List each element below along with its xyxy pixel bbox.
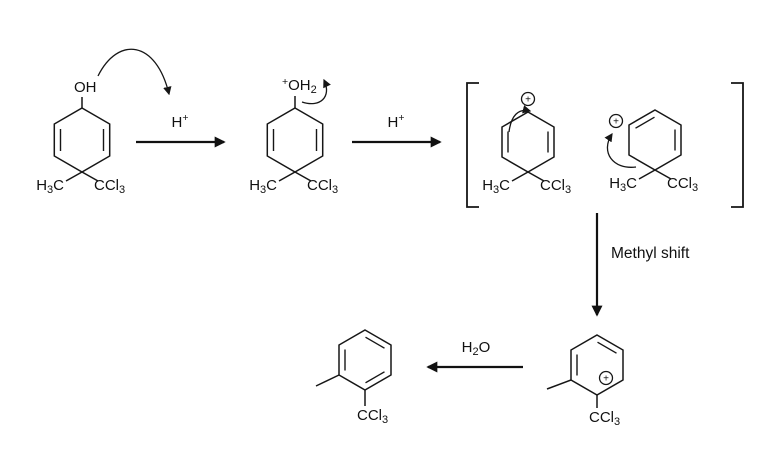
left-bracket <box>466 82 479 208</box>
double-bond <box>365 371 385 384</box>
plus-charge-icon: + <box>598 370 614 386</box>
reaction-arrow-1: H+ <box>136 112 226 148</box>
molecule-protonated-dienol: +OH2 H3C CCl3 <box>249 76 338 196</box>
label-h3c: H3C <box>249 177 277 196</box>
plus-charge-icon: + <box>608 113 624 129</box>
plus-charge-sign: + <box>525 95 531 106</box>
carbocation-ring <box>628 109 682 171</box>
label-ccl3: CCl3 <box>94 177 125 196</box>
bond-to-ccl3 <box>527 171 545 182</box>
label-h3c: H3C <box>482 177 510 196</box>
bond-to-methyl <box>638 169 656 180</box>
label-methyl-shift: Methyl shift <box>611 245 690 262</box>
cyclohexadiene-ring <box>266 107 324 173</box>
label-h-plus: H+ <box>172 112 189 131</box>
label-h-plus: H+ <box>388 112 405 131</box>
bond-to-ccl3 <box>294 171 312 182</box>
label-oh: OH <box>74 79 97 96</box>
bond-methyl <box>546 379 572 390</box>
bond-to-ccl3 <box>654 169 672 180</box>
label-ccl3: CCl3 <box>540 177 571 196</box>
curved-arrow-methyl-migration <box>604 132 637 168</box>
reaction-arrow-methyl-shift: Methyl shift <box>591 213 690 317</box>
bond-to-ccl3 <box>81 171 99 182</box>
plus-charge-sign: + <box>603 374 609 385</box>
molecule-cation-resonance-b: + H3C CCl3 <box>604 109 698 194</box>
arenium-ring <box>570 334 624 396</box>
curved-arrow-water-leaving <box>301 78 331 105</box>
label-ccl3: CCl3 <box>357 407 388 426</box>
carbocation-ring <box>501 111 555 173</box>
benzene-ring <box>338 329 392 391</box>
label-oh2-plus: +OH2 <box>282 76 317 96</box>
bond-to-methyl <box>65 171 83 182</box>
double-bond <box>635 116 655 129</box>
curved-arrow-protonation <box>97 48 172 96</box>
reaction-arrow-2: H+ <box>352 112 442 148</box>
label-h2o: H2O <box>462 339 491 358</box>
molecule-aromatic-product: CCl3 <box>315 329 392 426</box>
bond-methyl <box>315 374 340 387</box>
right-bracket <box>731 82 744 208</box>
reaction-arrow-deprotonation: H2O <box>426 339 523 373</box>
curved-arrow-resonance <box>508 105 532 133</box>
molecule-dienol: OH H3C CCl3 <box>36 79 125 196</box>
plus-charge-sign: + <box>613 117 619 128</box>
label-h3c: H3C <box>609 175 637 194</box>
double-bond <box>597 341 617 354</box>
label-h3c: H3C <box>36 177 64 196</box>
molecule-cation-resonance-a: + H3C CCl3 <box>482 91 571 196</box>
label-ccl3: CCl3 <box>667 175 698 194</box>
label-ccl3: CCl3 <box>307 177 338 196</box>
bond-to-methyl <box>278 171 296 182</box>
double-bond <box>365 336 385 349</box>
bond-to-methyl <box>511 171 529 182</box>
molecule-arenium-after-shift: + CCl3 <box>546 334 624 428</box>
cyclohexadiene-ring <box>53 107 111 173</box>
plus-charge-icon: + <box>520 91 536 107</box>
label-ccl3: CCl3 <box>589 409 620 428</box>
